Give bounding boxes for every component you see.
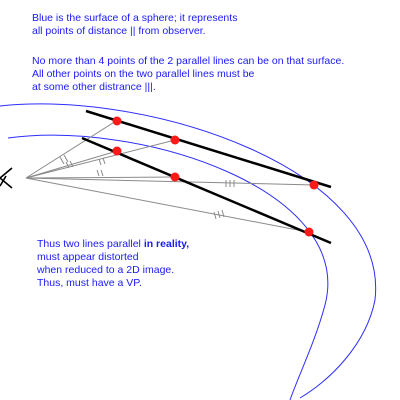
- tick-mark-double: [59, 154, 69, 165]
- sight-ray: [25, 139, 176, 179]
- intersection-point: [170, 135, 180, 145]
- intersection-point: [112, 146, 122, 156]
- conclusion-line-1-bold: in reality,: [143, 238, 190, 250]
- sight-ray: [25, 177, 316, 186]
- intersection-point: [112, 116, 122, 126]
- intro-text: Blue is the surface of a sphere; it repr…: [32, 12, 237, 38]
- conclusion-line-1-prefix: Thus two lines parallel: [37, 238, 144, 250]
- intro-line-1: Blue is the surface of a sphere; it repr…: [32, 12, 238, 24]
- constraint-text: No more than 4 points of the 2 parallel …: [32, 55, 344, 94]
- conclusion-line-2: must appear distorted: [37, 251, 139, 263]
- intersection-points: [112, 116, 319, 237]
- observer-eye-icon: [0, 167, 13, 189]
- conclusion-text: Thus two lines parallel in reality, must…: [37, 238, 189, 290]
- equal-distance-marks: [59, 154, 235, 220]
- conclusion-line-1: Thus two lines parallel in reality,: [37, 238, 189, 251]
- sight-ray: [25, 176, 176, 179]
- sphere-arc-inner: [7, 134, 329, 400]
- constraint-line-2: All other points on the two parallel lin…: [32, 68, 255, 80]
- tick-mark-double: [96, 169, 104, 177]
- intersection-point: [170, 172, 180, 182]
- tick-mark-triple: [213, 209, 225, 220]
- sight-ray: [25, 120, 117, 179]
- tick-mark-double: [65, 160, 74, 169]
- sphere-arc-outer: [0, 103, 377, 399]
- tick-mark-triple: [225, 180, 235, 187]
- constraint-line-1: No more than 4 points of the 2 parallel …: [32, 55, 345, 67]
- constraint-line-3: at some other distrance |||.: [32, 81, 156, 93]
- parallel-line-upper: [85, 109, 332, 189]
- parallel-line-lower: [81, 136, 332, 245]
- conclusion-line-3: when reduced to a 2D image.: [37, 264, 175, 276]
- intersection-point: [304, 227, 314, 237]
- intersection-point: [309, 180, 319, 190]
- sight-ray: [25, 177, 309, 233]
- tick-mark-double: [98, 157, 106, 166]
- intro-line-2: all points of distance || from observer.: [32, 25, 206, 37]
- conclusion-line-4: Thus, must have a VP.: [37, 277, 142, 289]
